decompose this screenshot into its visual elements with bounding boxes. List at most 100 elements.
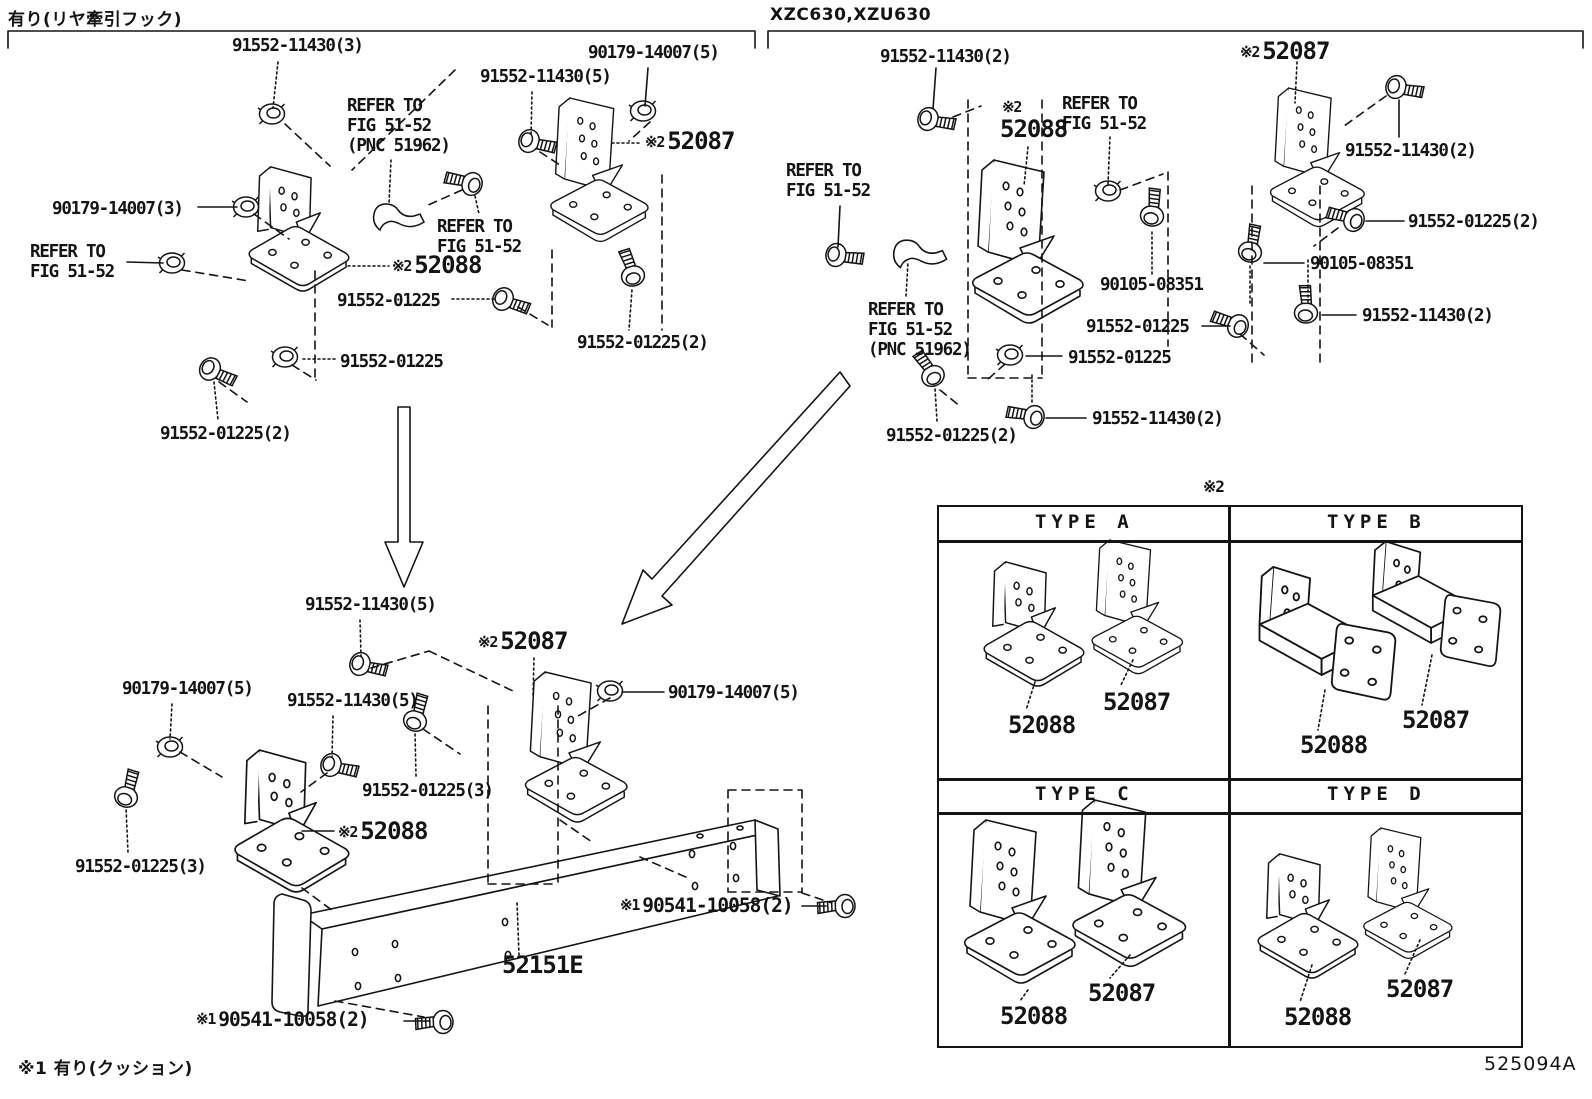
leader-lines-solid <box>837 67 1405 419</box>
bracket-52087-drawing <box>550 97 649 243</box>
note-mark: ※2 <box>645 133 665 151</box>
table-part-label: 52087 <box>1103 688 1171 716</box>
part-number: 52088 <box>360 817 428 845</box>
part-callout: 90179-14007(3) <box>52 199 184 219</box>
part-callout: 91552-11430(2) <box>880 47 1012 67</box>
document-id: 525094A <box>1484 1053 1577 1075</box>
table-divider <box>1228 507 1231 1046</box>
table-note-mark: ※2 <box>1203 477 1225 496</box>
table-part-label: 52087 <box>1386 975 1454 1003</box>
part-callout: 91552-01225 <box>1068 348 1172 368</box>
part-callout: 52151E <box>502 951 584 980</box>
part-callout: 91552-11430(5) <box>287 691 419 711</box>
note-mark: ※2 <box>478 633 498 651</box>
table-part-label: 52088 <box>1000 1002 1068 1030</box>
part-callout: 90179-14007(5) <box>122 679 254 699</box>
part-callout: 91552-01225 <box>340 352 444 372</box>
bracket-52088-drawing <box>248 166 350 292</box>
table-rule <box>939 540 1521 543</box>
tow-hook-drawing <box>372 203 425 231</box>
table-part-label: 52088 <box>1284 1003 1352 1031</box>
footer-note: ※1 有り(クッション) <box>18 1059 193 1079</box>
table-part-label: 52088 <box>1008 711 1076 739</box>
ref-note: REFER TO FIG 51-52 <box>786 161 871 202</box>
ref-note: REFER TO FIG 51-52 <box>30 242 115 283</box>
part-callout: 91552-01225(2) <box>886 426 1018 446</box>
part-callout: 91552-01225 <box>337 291 441 311</box>
part-callout: 90179-14007(5) <box>588 43 720 63</box>
part-callout: 90105-08351 <box>1100 275 1204 295</box>
part-number: 52087 <box>667 127 735 155</box>
crossmember-52151E-drawing <box>271 819 781 1018</box>
bottom-assembly-drawing <box>111 619 856 1035</box>
part-callout: 91552-01225(2) <box>160 424 292 444</box>
part-number: 90541-10058(2) <box>218 1008 369 1031</box>
header-note-left: 有り(リヤ牽引フック) <box>8 10 183 30</box>
leader-lines <box>125 619 535 956</box>
ref-note: REFER TO FIG 51-52 (PNC 51962) <box>868 300 972 361</box>
ref-note: REFER TO FIG 51-52 <box>437 217 522 258</box>
type-table-drawings <box>963 539 1502 1003</box>
note-mark: ※2 <box>392 257 412 275</box>
note-mark: ※1 <box>196 1010 216 1028</box>
bracket-52088-drawing <box>971 159 1084 324</box>
part-callout: 90179-14007(5) <box>668 683 800 703</box>
table-leader-lines <box>1019 654 1433 1003</box>
leader-lines <box>905 61 1309 422</box>
part-callout: 91552-11430(2) <box>1362 306 1494 326</box>
part-number: 90541-10058(2) <box>642 894 793 917</box>
phantom-lines <box>181 69 663 403</box>
flow-arrows <box>384 371 851 625</box>
part-callout: 91552-01225(3) <box>75 857 207 877</box>
part-callout: 90105-08351 <box>1310 254 1414 274</box>
part-number: 52151E <box>502 951 584 979</box>
part-callout: 91552-11430(5) <box>305 595 437 615</box>
ref-note: REFER TO FIG 51-52 (PNC 51962) <box>347 96 451 157</box>
tow-hook-drawing <box>892 239 948 269</box>
part-callout: 91552-01225 <box>1086 317 1190 337</box>
type-b-header: TYPE B <box>1327 511 1426 533</box>
part-number: 52088 <box>414 251 482 279</box>
leader-lines-solid <box>301 691 827 1022</box>
part-callout: 91552-11430(5) <box>480 67 612 87</box>
left-assembly-drawing <box>126 61 663 421</box>
part-number: 52088 <box>1000 115 1068 143</box>
diagonal-arrow-icon <box>621 371 851 625</box>
ref-note: REFER TO FIG 51-52 <box>1062 94 1147 135</box>
leader-lines <box>213 61 642 421</box>
type-comparison-table <box>937 505 1523 1048</box>
part-number: 52087 <box>1262 37 1330 65</box>
right-assembly-drawing <box>823 61 1427 432</box>
phantom-lines <box>179 650 833 1018</box>
part-callout: 91552-11430(3) <box>232 36 364 56</box>
type-d-header: TYPE D <box>1327 783 1426 805</box>
header-bracket-lines <box>7 30 1584 49</box>
table-rule <box>939 812 1521 815</box>
part-callout: 91552-11430(2) <box>1092 409 1224 429</box>
leader-lines-solid <box>126 67 649 264</box>
type-c-header: TYPE C <box>1035 783 1134 805</box>
table-part-label: 52088 <box>1300 731 1368 759</box>
part-callout: 91552-01225(3) <box>362 781 494 801</box>
table-part-label: 52087 <box>1088 979 1156 1007</box>
part-callout: 91552-11430(2) <box>1345 141 1477 161</box>
note-mark: ※2 <box>1002 98 1022 116</box>
phantom-lines <box>939 95 1387 408</box>
note-mark: ※2 <box>1240 43 1260 61</box>
note-mark: ※1 <box>620 896 640 914</box>
part-callout: 91552-01225(2) <box>577 333 709 353</box>
part-callout: 91552-01225(2) <box>1408 212 1540 232</box>
note-mark: ※2 <box>338 823 358 841</box>
header-note-right: XZC630,XZU630 <box>770 5 932 25</box>
down-arrow-icon <box>384 406 424 588</box>
table-rule <box>939 778 1521 781</box>
